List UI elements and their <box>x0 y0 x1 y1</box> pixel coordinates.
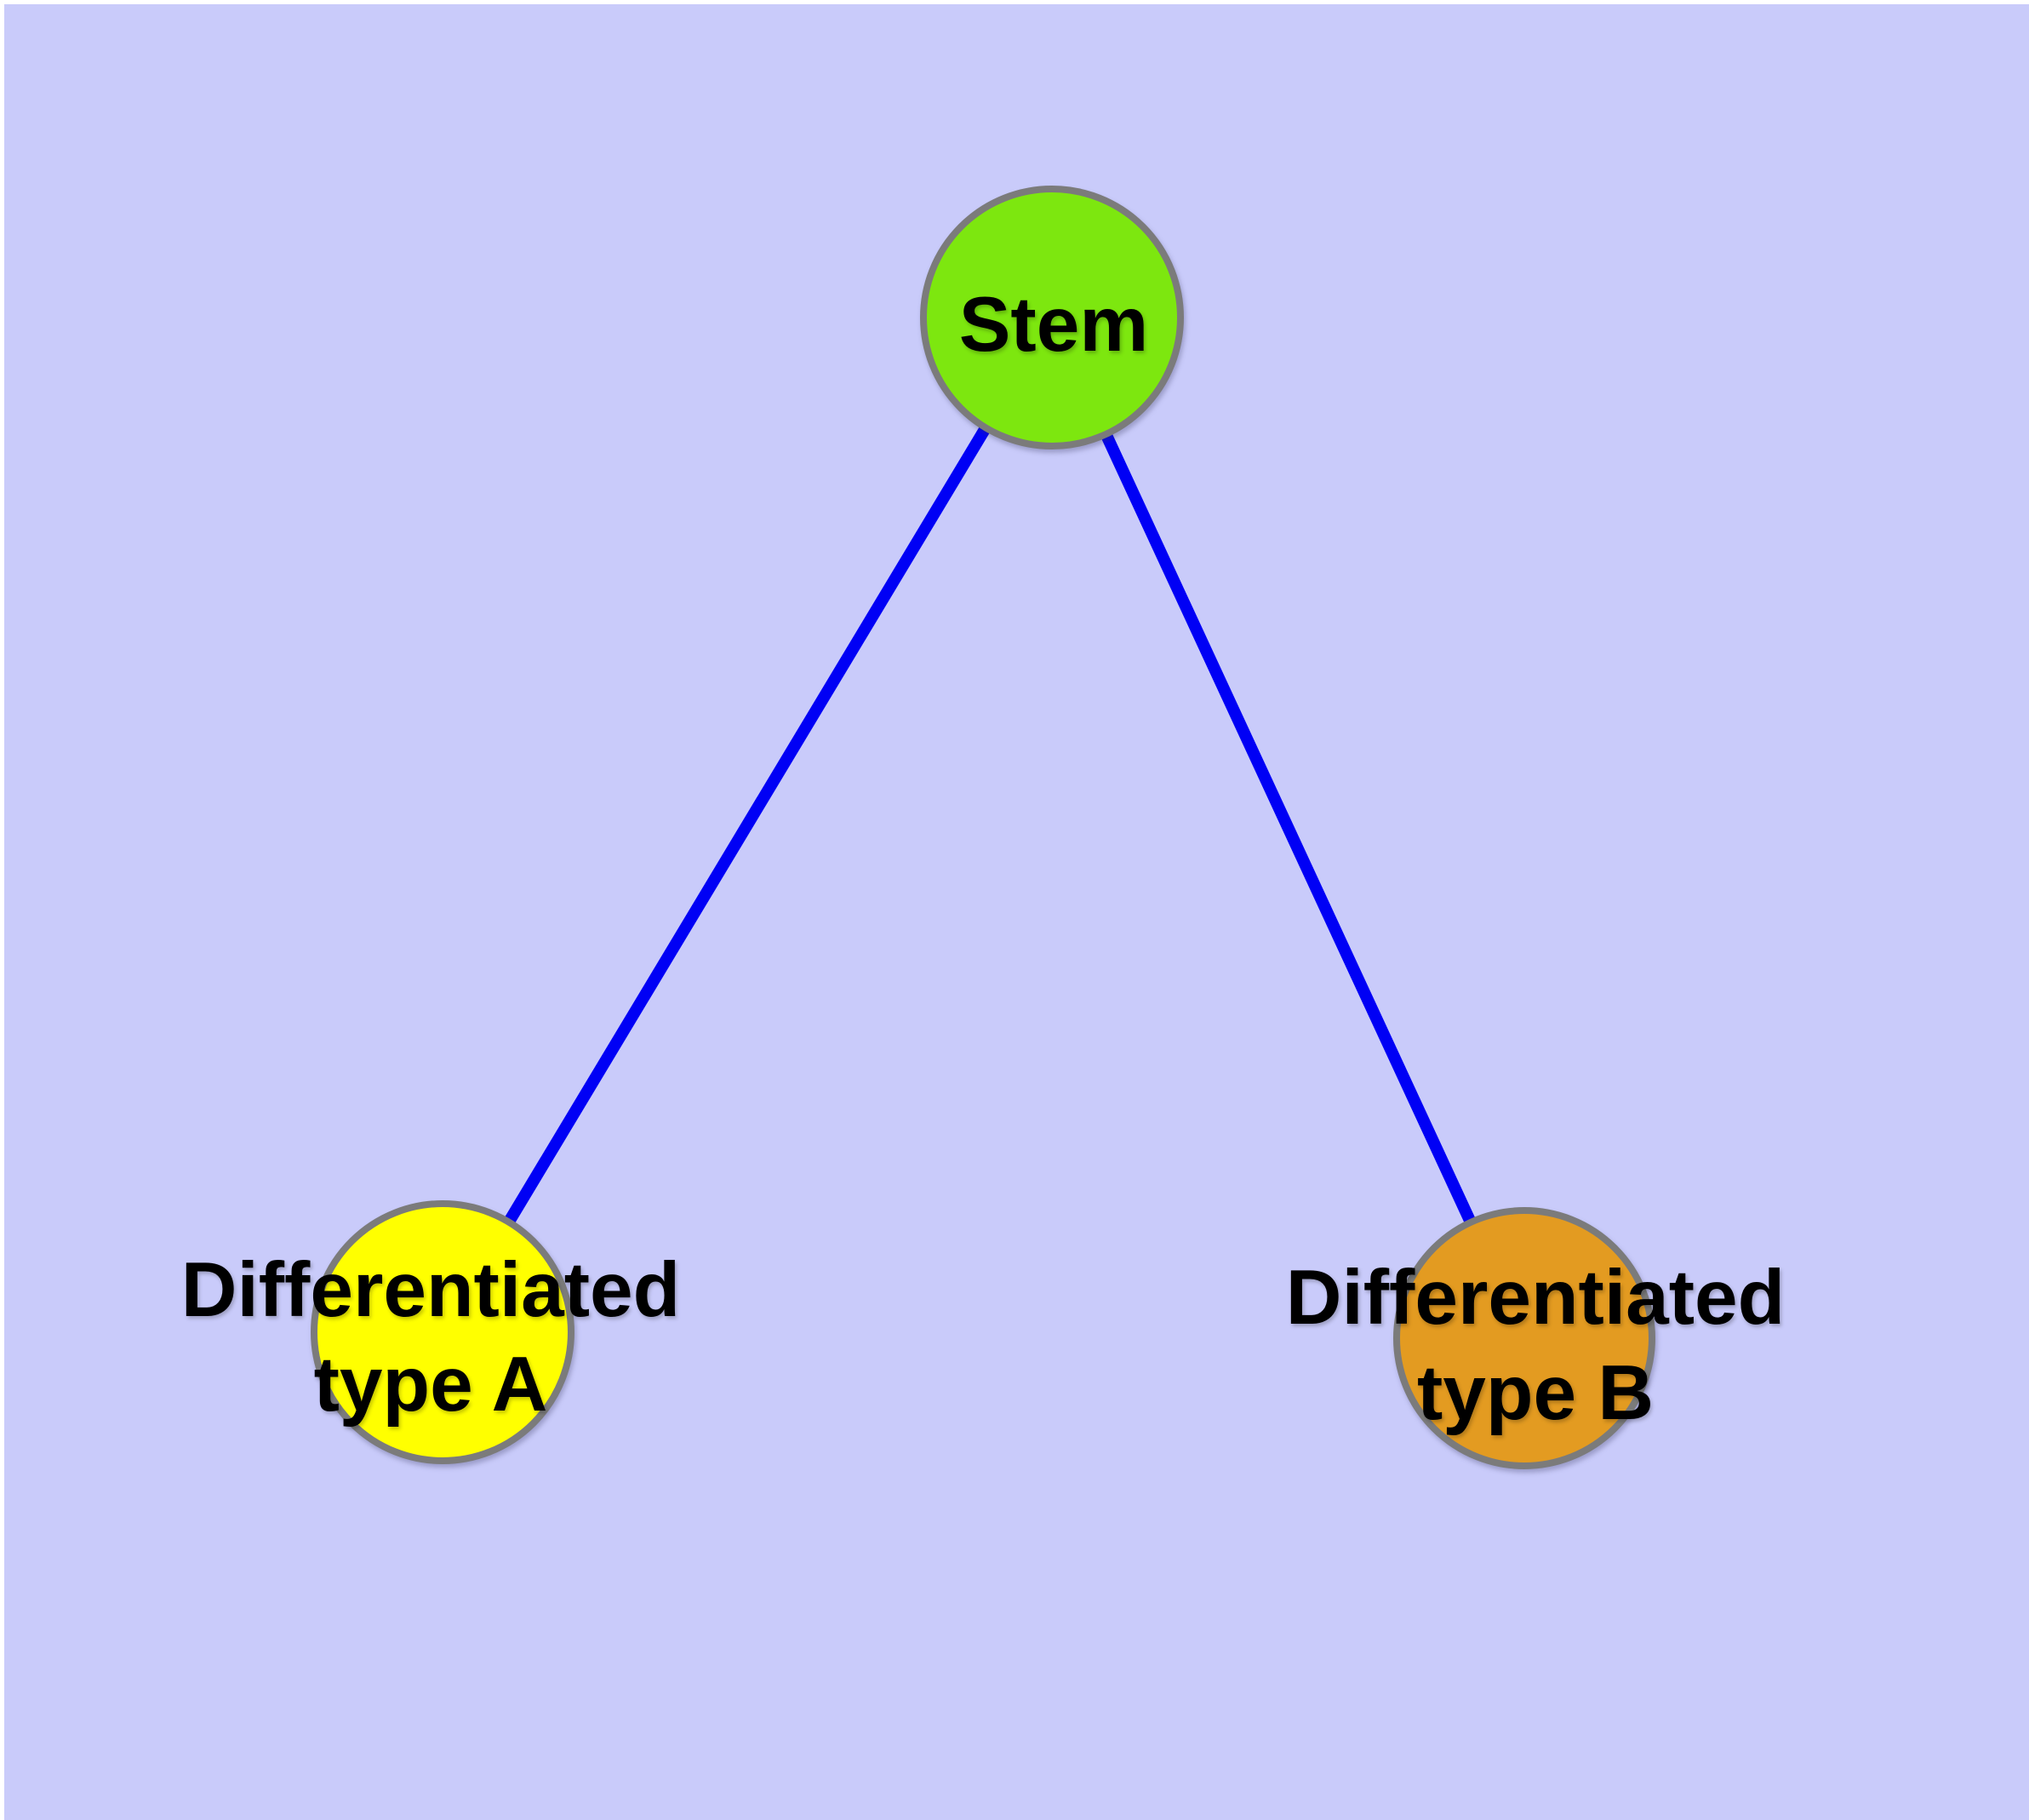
node-differentiated-type-b-circle <box>1393 1207 1655 1469</box>
edge-stem-to-type-a <box>437 314 1058 1336</box>
node-differentiated-type-a-label-line1: Differentiated <box>181 1247 681 1333</box>
node-differentiated-type-a-circle <box>311 1200 574 1464</box>
node-stem-circle <box>920 186 1184 449</box>
node-differentiated-type-b-label-line1: Differentiated <box>1286 1255 1786 1341</box>
node-differentiated-type-a: Differentiated type A <box>181 1200 681 1464</box>
node-differentiated-type-b-label-line2: type B <box>1417 1350 1654 1436</box>
node-stem: Stem <box>920 186 1184 449</box>
node-stem-label: Stem <box>959 282 1149 368</box>
edge-stem-to-type-b <box>1046 315 1530 1341</box>
edges <box>437 314 1530 1341</box>
node-differentiated-type-b: Differentiated type B <box>1286 1207 1786 1469</box>
node-differentiated-type-a-label-line2: type A <box>314 1342 548 1428</box>
